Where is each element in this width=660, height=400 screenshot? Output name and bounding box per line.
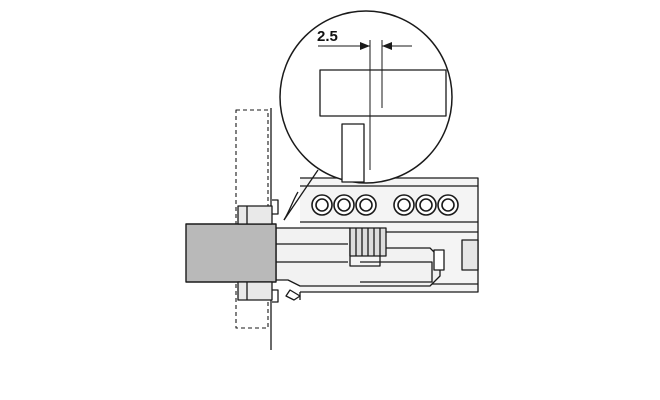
hinge-cup: [185, 199, 279, 303]
hole: [315, 198, 329, 212]
callout-leader: [283, 169, 319, 221]
hole-row: [311, 194, 459, 216]
hole: [359, 198, 373, 212]
hole: [441, 198, 455, 212]
hole: [397, 198, 411, 212]
dimension-label: 2.5: [317, 28, 338, 45]
hole: [337, 198, 351, 212]
hole: [419, 198, 433, 212]
detail-lower-block: [341, 123, 365, 183]
detail-callout: [279, 10, 453, 184]
hinge-arm: [275, 227, 445, 301]
detail-upper-block: [319, 69, 447, 117]
